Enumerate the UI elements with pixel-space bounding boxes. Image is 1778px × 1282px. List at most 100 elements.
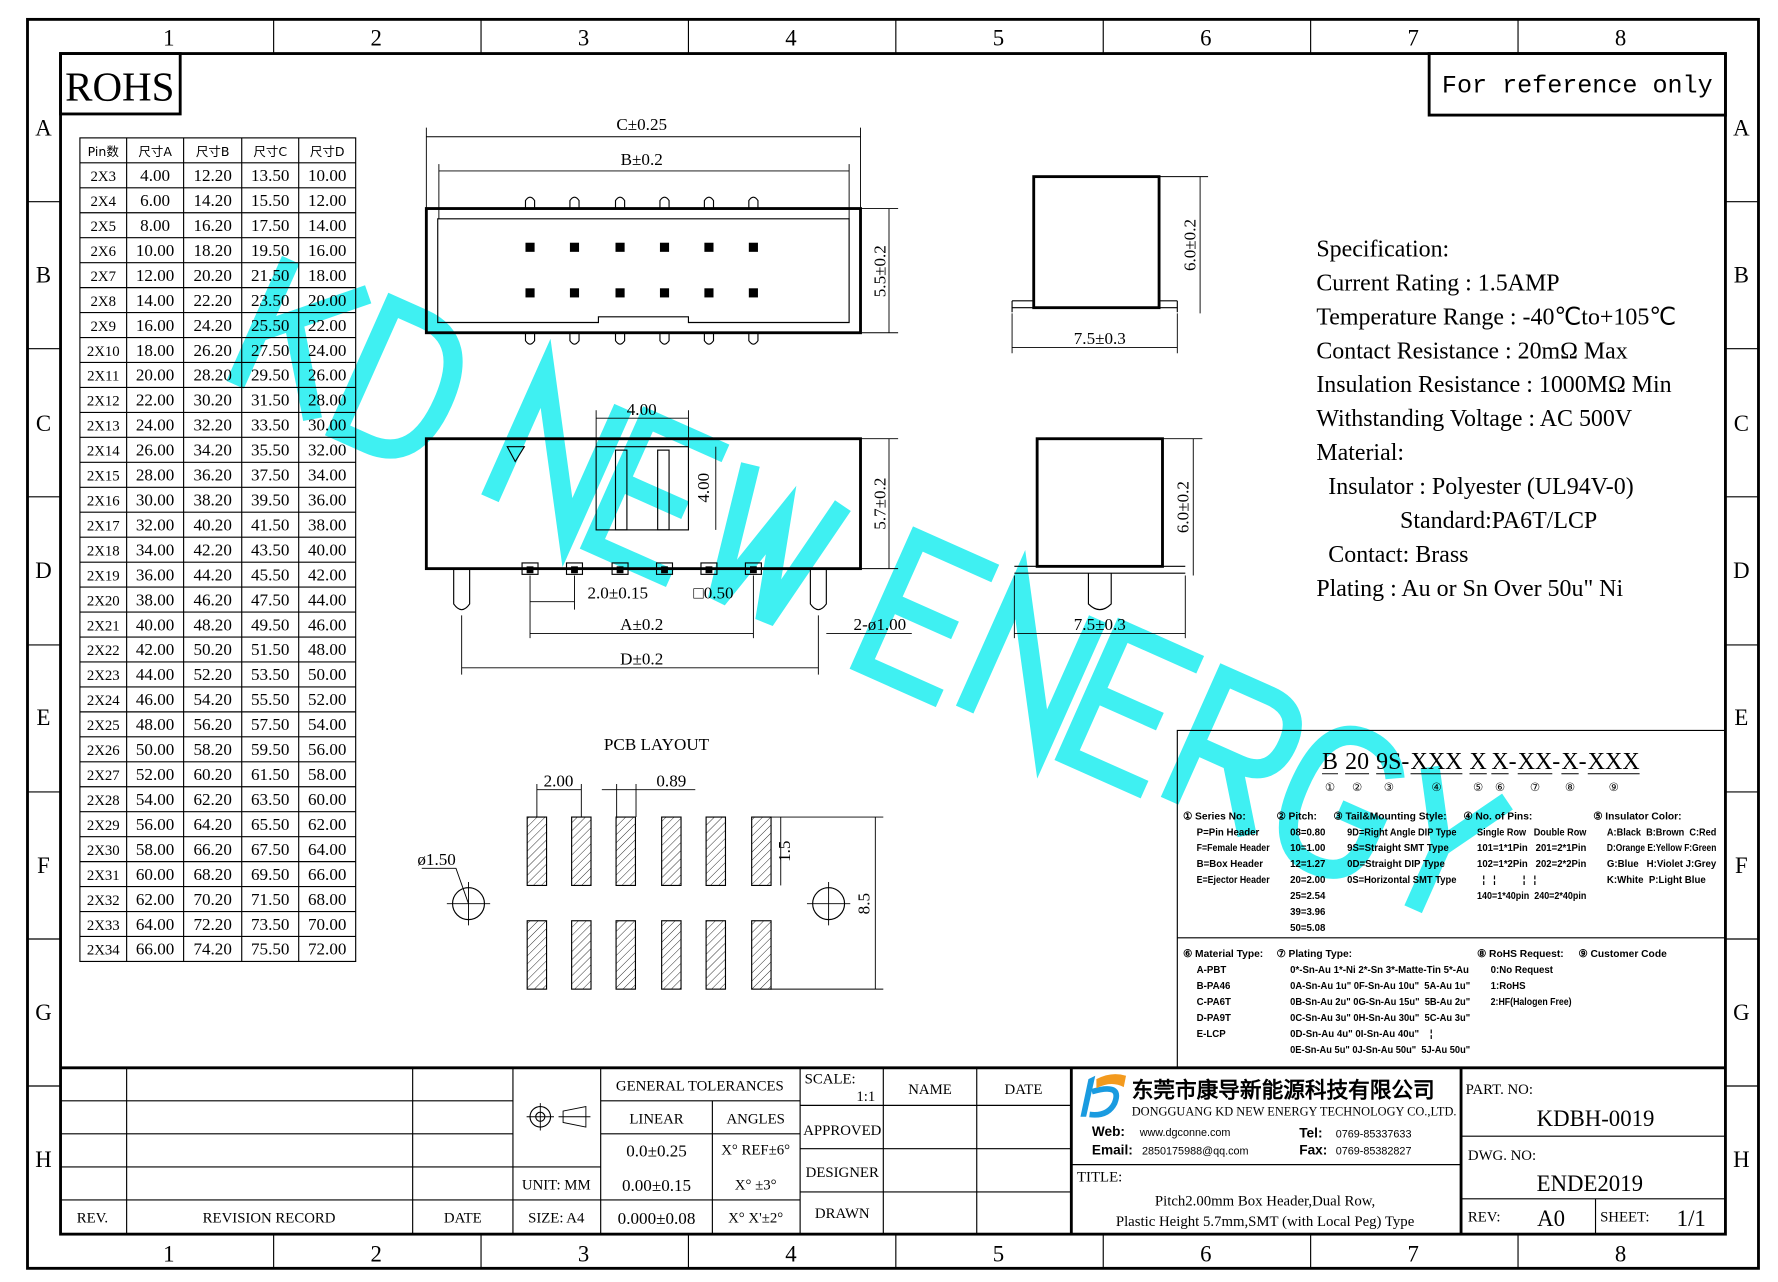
table-cell: 2X3 bbox=[91, 169, 116, 185]
spec-line: Contact: Brass bbox=[1316, 542, 1468, 568]
pcb-layout-title: PCB LAYOUT bbox=[604, 735, 710, 754]
legend-heading: ④ No. of Pins: bbox=[1463, 811, 1532, 822]
linear-tol-3: 0.000±0.08 bbox=[618, 1209, 696, 1228]
part-no-value: KDBH-0019 bbox=[1537, 1106, 1655, 1131]
dwg-no-value: ENDE2019 bbox=[1537, 1171, 1643, 1196]
pcb-pad bbox=[705, 920, 727, 990]
legend-line: 0D=Straight DIP Type bbox=[1347, 859, 1445, 870]
table-cell: 44.20 bbox=[193, 565, 231, 584]
legend-line: Single Row Double Row bbox=[1477, 827, 1587, 838]
table-cell: 2X16 bbox=[87, 494, 120, 510]
pcb-pad bbox=[571, 920, 592, 990]
dim-height-5-5: 5.5±0.2 bbox=[871, 245, 890, 297]
part-code-segment: XX bbox=[1518, 749, 1553, 775]
part-no-label: PART. NO: bbox=[1466, 1082, 1533, 1098]
approved-label: APPROVED bbox=[803, 1123, 881, 1139]
row-marker-right: G bbox=[1733, 1000, 1749, 1025]
row-marker-left: A bbox=[35, 116, 52, 141]
table-cell: 12.00 bbox=[308, 191, 346, 210]
table-cell: 14.20 bbox=[193, 191, 231, 210]
pcb-layout: PCB LAYOUT 2.00 0.89 1.5 8.5 ø1.50 bbox=[417, 735, 884, 990]
dim-window-width: 4.00 bbox=[627, 400, 657, 419]
part-code-segment: B bbox=[1322, 749, 1338, 775]
pin bbox=[748, 288, 758, 298]
table-cell: 65.50 bbox=[251, 815, 289, 834]
tel-value: 0769-85337633 bbox=[1336, 1128, 1412, 1140]
spec-line: Contact Resistance : 20mΩ Max bbox=[1316, 338, 1627, 364]
part-code-separator bbox=[1338, 749, 1344, 775]
pin bbox=[525, 242, 535, 252]
table-cell: 2X22 bbox=[87, 643, 120, 659]
table-cell: 2X10 bbox=[87, 344, 120, 360]
table-header: 尺寸D bbox=[310, 144, 345, 159]
column-marker-bottom: 6 bbox=[1200, 1241, 1211, 1266]
designer-label: DESIGNER bbox=[806, 1165, 879, 1181]
table-cell: 27.50 bbox=[251, 341, 289, 360]
legend-line: P=Pin Header bbox=[1197, 827, 1260, 838]
pcb-pad-length: 1.5 bbox=[775, 841, 794, 862]
table-cell: 43.50 bbox=[251, 540, 289, 559]
table-cell: 8.00 bbox=[140, 216, 170, 235]
table-cell: 20.00 bbox=[136, 366, 174, 385]
table-cell: 31.50 bbox=[251, 391, 289, 410]
table-cell: 50.00 bbox=[308, 665, 346, 684]
table-cell: 37.50 bbox=[251, 466, 289, 485]
legend-line: 102=1*2Pin 202=2*2Pin bbox=[1477, 859, 1586, 870]
front-view: 4.00 4.00 5.7±0.2 2.0±0.15 □0.50 A±0.2 D… bbox=[424, 400, 912, 675]
scale-label: SCALE: bbox=[805, 1072, 856, 1088]
table-cell: 24.00 bbox=[308, 341, 346, 360]
sheet-value: 1/1 bbox=[1677, 1206, 1706, 1231]
row-marker-right: C bbox=[1734, 411, 1749, 436]
table-cell: 32.00 bbox=[308, 441, 346, 460]
legend-heading: ⑧ RoHS Request: bbox=[1477, 949, 1564, 960]
row-marker-right: E bbox=[1734, 705, 1748, 730]
table-cell: 34.00 bbox=[136, 540, 174, 559]
table-cell: 20.20 bbox=[193, 266, 231, 285]
pcb-pad bbox=[526, 816, 548, 887]
projection-symbol-icon bbox=[526, 1103, 591, 1131]
reference-note: For reference only bbox=[1442, 71, 1713, 100]
table-cell: 36.00 bbox=[308, 491, 346, 510]
table-header: Pin数 bbox=[88, 144, 120, 159]
part-code-marker: ④ bbox=[1431, 780, 1441, 794]
watermark-letter bbox=[1160, 663, 1302, 838]
table-cell: 14.00 bbox=[136, 291, 174, 310]
table-cell: 60.20 bbox=[193, 765, 231, 784]
smt-lead bbox=[521, 562, 539, 575]
row-marker-left: H bbox=[35, 1147, 51, 1172]
table-cell: 14.00 bbox=[308, 216, 346, 235]
column-marker-top: 5 bbox=[993, 26, 1004, 51]
table-cell: 2X9 bbox=[91, 319, 116, 335]
table-cell: 2X30 bbox=[87, 843, 120, 859]
table-cell: 49.50 bbox=[251, 615, 289, 634]
watermark bbox=[226, 255, 1513, 914]
table-cell: 64.20 bbox=[193, 815, 231, 834]
table-cell: 75.50 bbox=[251, 940, 289, 959]
smt-lead bbox=[744, 562, 762, 575]
table-cell: 45.50 bbox=[251, 565, 289, 584]
part-code-separator: - bbox=[1552, 749, 1560, 775]
table-cell: 58.20 bbox=[193, 740, 231, 759]
legend-line: 0C-Sn-Au 3u" 0H-Sn-Au 30u" 5C-Au 3u" bbox=[1290, 1013, 1470, 1024]
table-cell: 62.20 bbox=[193, 790, 231, 809]
column-marker-bottom: 2 bbox=[371, 1241, 382, 1266]
table-cell: 56.00 bbox=[308, 740, 346, 759]
column-marker-bottom: 4 bbox=[785, 1241, 797, 1266]
table-cell: 2X17 bbox=[87, 518, 120, 534]
company-logo bbox=[1080, 1074, 1127, 1118]
pcb-pitch: 2.00 bbox=[544, 771, 574, 790]
table-cell: 42.00 bbox=[136, 640, 174, 659]
table-cell: 54.20 bbox=[193, 690, 231, 709]
side-view-bottom: 6.0±0.2 7.5±0.3 bbox=[1013, 437, 1203, 639]
spec-line: Temperature Range : -40℃to+105℃ bbox=[1316, 304, 1676, 330]
legend-line: C-PA6T bbox=[1197, 997, 1231, 1008]
table-cell: 48.00 bbox=[136, 715, 174, 734]
table-cell: 2X29 bbox=[87, 818, 120, 834]
part-code-marker: ③ bbox=[1384, 780, 1394, 794]
table-cell: 19.50 bbox=[251, 241, 289, 260]
table-cell: 13.50 bbox=[251, 166, 289, 185]
legend-line: 9D=Right Angle DIP Type bbox=[1347, 827, 1457, 838]
smt-lead bbox=[565, 562, 584, 575]
legend-line: 0S=Horizontal SMT Type bbox=[1347, 875, 1457, 886]
table-cell: 30.00 bbox=[136, 491, 174, 510]
